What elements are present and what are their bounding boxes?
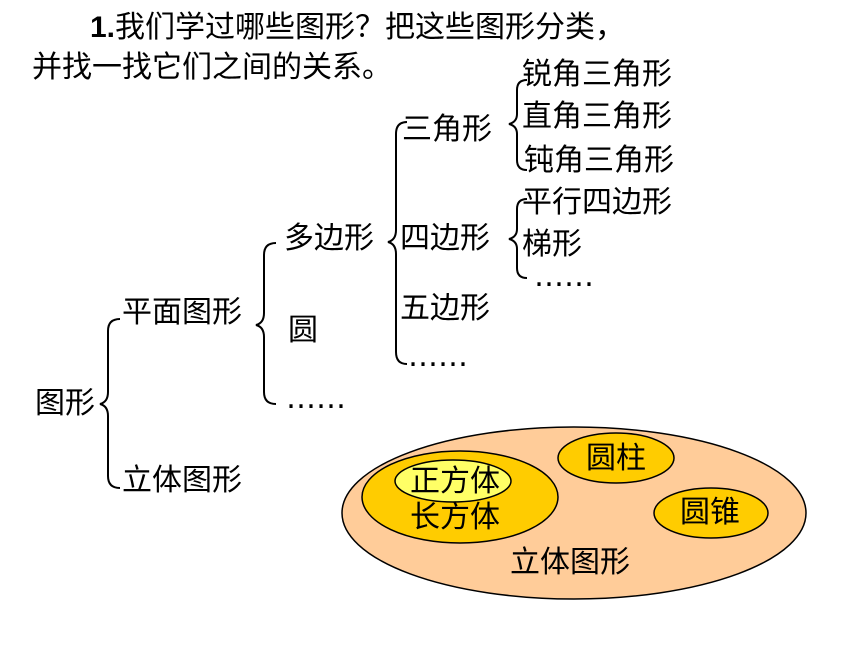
venn-cylinder-label: 圆柱 <box>586 441 646 476</box>
triangle-label: 三角形 <box>402 112 492 147</box>
venn-cone-ellipse <box>653 487 769 539</box>
venn-outer-label: 立体图形 <box>510 545 630 580</box>
right-triangle-label: 直角三角形 <box>522 99 672 134</box>
question-line-1: 我们学过哪些图形？把这些图形分类， <box>115 10 626 45</box>
venn-cone-label: 圆锥 <box>680 495 740 530</box>
root-label: 图形 <box>35 386 95 421</box>
brace-quadrilateral <box>508 198 528 279</box>
brace-triangle <box>508 79 528 171</box>
brace-polygon <box>387 121 408 365</box>
circle-label: 圆 <box>288 313 318 348</box>
solid-shapes-label: 立体图形 <box>122 463 242 498</box>
acute-triangle-label: 锐角三角形 <box>522 57 672 92</box>
venn-cube-label: 正方体 <box>410 464 500 499</box>
obtuse-triangle-label: 钝角三角形 <box>524 143 674 178</box>
polygon-more-label: …… <box>408 339 468 374</box>
quadrilateral-label: 四边形 <box>400 221 490 256</box>
polygon-label: 多边形 <box>284 221 374 256</box>
parallelogram-label: 平行四边形 <box>522 185 672 220</box>
pentagon-label: 五边形 <box>400 291 490 326</box>
brace-planar <box>255 242 277 405</box>
venn-cuboid-label: 长方体 <box>410 500 500 535</box>
planar-shapes-label: 平面图形 <box>122 295 242 330</box>
quadrilateral-more-label: …… <box>534 259 594 294</box>
venn-cube-ellipse <box>394 459 512 503</box>
brace-root <box>99 318 121 489</box>
question-title: 1.我们学过哪些图形？把这些图形分类， <box>90 8 625 48</box>
trapezoid-label: 梯形 <box>522 227 582 262</box>
planar-more-label: …… <box>286 381 346 416</box>
question-number: 1. <box>90 11 116 44</box>
question-line-2-wrap: 并找一找它们之间的关系。 <box>32 48 392 88</box>
question-line-2: 并找一找它们之间的关系。 <box>32 50 392 85</box>
venn-cylinder-ellipse <box>557 432 675 484</box>
